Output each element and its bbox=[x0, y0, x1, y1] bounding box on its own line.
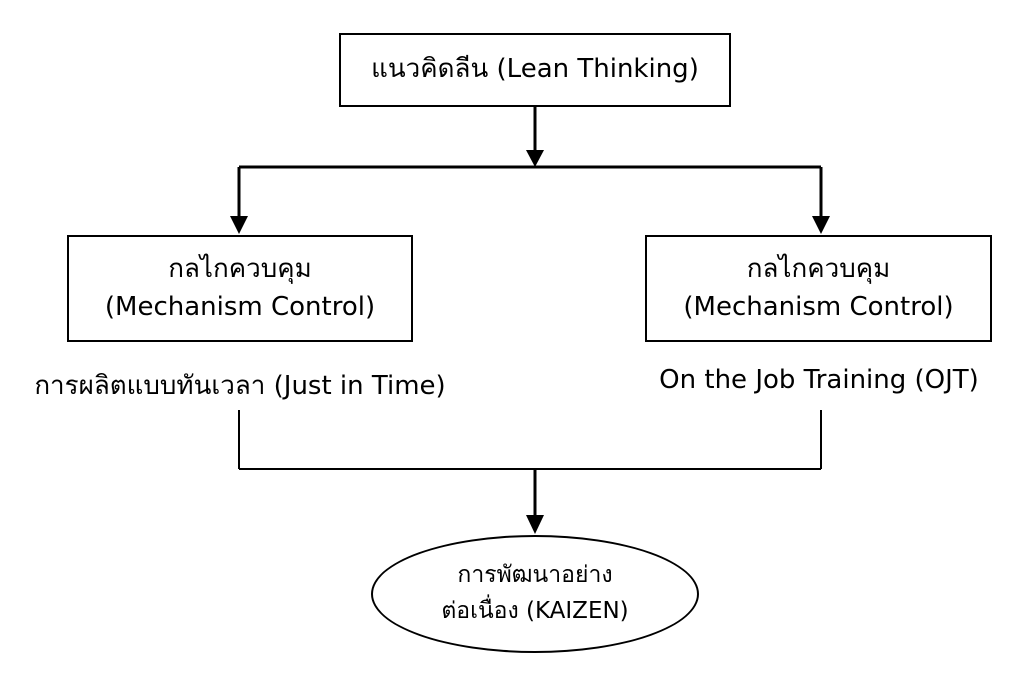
arrowhead-split bbox=[526, 150, 544, 167]
kaizen-line-2: ต่อเนื่อง (KAIZEN) bbox=[441, 598, 629, 624]
mechanism-control-right-english: (Mechanism Control) bbox=[683, 291, 954, 322]
mechanism-control-right-box: กลไกควบคุม (Mechanism Control) bbox=[645, 235, 992, 342]
mechanism-control-right-thai: กลไกควบคุม bbox=[746, 253, 891, 284]
lean-thinking-box: แนวคิดลีน (Lean Thinking) bbox=[339, 33, 731, 107]
arrowhead-right bbox=[812, 216, 830, 234]
kaizen-ellipse: การพัฒนาอย่าง ต่อเนื่อง (KAIZEN) bbox=[371, 535, 699, 653]
mechanism-control-left-thai: กลไกควบคุม bbox=[168, 253, 312, 284]
mechanism-control-left-english: (Mechanism Control) bbox=[104, 291, 376, 322]
ojt-caption: On the Job Training (OJT) bbox=[659, 365, 979, 395]
arrowhead-left bbox=[230, 216, 248, 234]
mechanism-control-left-box: กลไกควบคุม (Mechanism Control) bbox=[67, 235, 413, 342]
arrowhead-bottom bbox=[526, 515, 544, 534]
kaizen-line-1: การพัฒนาอย่าง bbox=[457, 562, 613, 589]
just-in-time-caption: การผลิตแบบทันเวลา (Just in Time) bbox=[34, 371, 446, 401]
lean-thinking-label: แนวคิดลีน (Lean Thinking) bbox=[371, 54, 699, 85]
